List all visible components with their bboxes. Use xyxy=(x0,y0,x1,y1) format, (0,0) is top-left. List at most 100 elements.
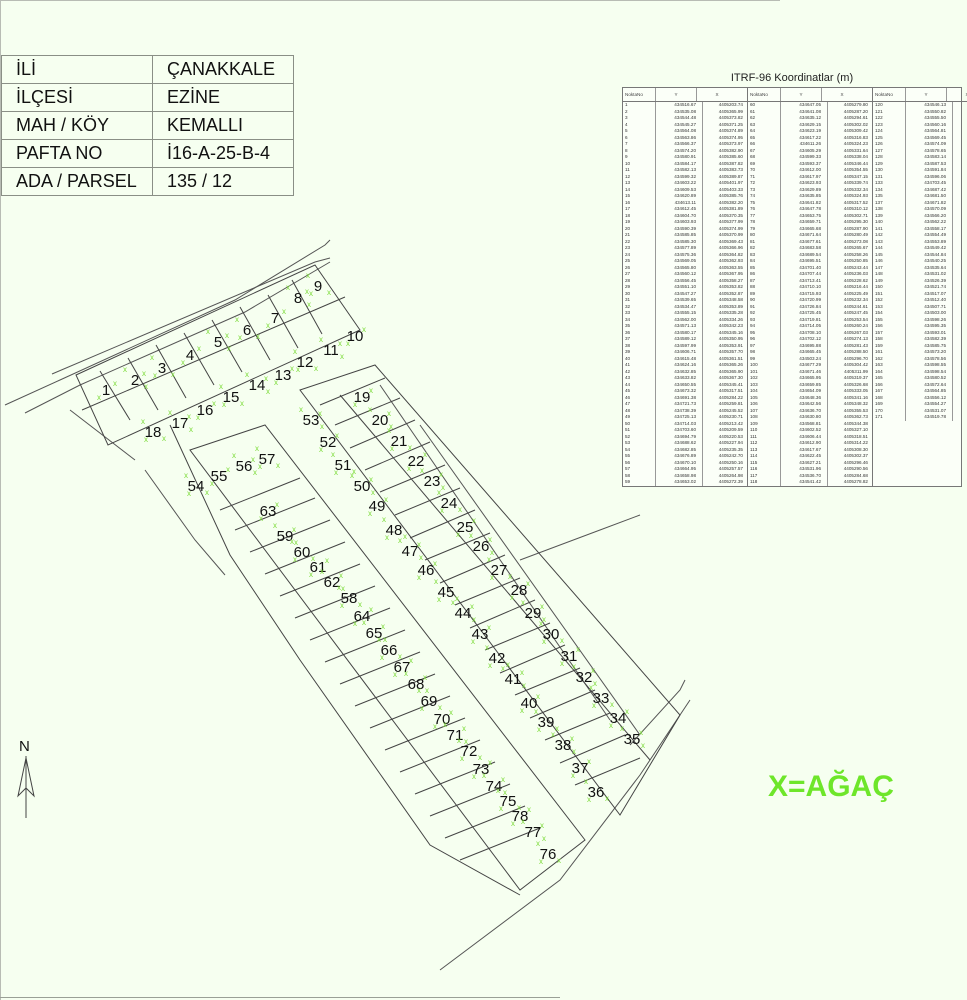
tree-marker: x xyxy=(293,347,297,356)
coordinate-cell: 434582.39 xyxy=(906,336,953,343)
coordinate-cell: 4405230.71 xyxy=(718,414,743,419)
tree-marker: x xyxy=(153,371,157,380)
coordinate-cell: 104 xyxy=(748,388,781,395)
tree-marker: x xyxy=(187,489,191,498)
tree-marker: x xyxy=(560,636,564,645)
coordinate-cell: 434582.13 xyxy=(656,167,703,174)
coordinate-cell: 434714.05 xyxy=(781,323,828,330)
coordinate-cell: 87 xyxy=(748,277,781,284)
tree-marker: x xyxy=(97,393,101,402)
coordinate-cell: 125 xyxy=(873,134,906,141)
coordinate-cell: 434617.22 xyxy=(781,134,828,141)
tree-marker: x xyxy=(362,618,366,627)
coordinate-cell: 434598.55 xyxy=(906,362,953,369)
coordinate-cell: 434535.64 xyxy=(906,264,953,271)
coordinate-cell: 107 xyxy=(748,407,781,414)
tree-marker: x xyxy=(309,289,313,298)
coordinate-cell: 6 xyxy=(623,134,656,141)
coordinate-cell: 59 xyxy=(623,479,656,486)
tree-marker: x xyxy=(539,857,543,866)
coordinate-cell: 434568.81 xyxy=(781,420,828,427)
coordinate-cell: 144 xyxy=(873,245,906,252)
coordinate-cell: 434550.82 xyxy=(906,108,953,115)
coordinate-cell: 60 xyxy=(748,102,781,109)
coordinate-cell: 434703.45 xyxy=(906,180,953,187)
coordinate-cell: 4405354.55 xyxy=(843,167,868,172)
tree-marker: x xyxy=(584,777,588,786)
coordinate-cell: 434526.39 xyxy=(906,277,953,284)
parcel-number: 46 xyxy=(418,562,435,579)
tree-marker: x xyxy=(520,706,524,715)
coordinate-cell: 4405348.58 xyxy=(718,297,743,302)
coordinate-cell: 434715.93 xyxy=(781,290,828,297)
coordinate-cell: 4405327.10 xyxy=(843,427,868,432)
coordinate-cell: 4405350.95 xyxy=(718,336,743,341)
tree-marker: x xyxy=(219,382,223,391)
coordinate-cell: 434708.10 xyxy=(781,329,828,336)
tree-marker: x xyxy=(557,856,561,865)
parcel-number: 76 xyxy=(540,846,557,863)
coordinate-cell: 126 xyxy=(873,141,906,148)
parcel-number: 22 xyxy=(408,453,425,470)
coordinate-cell: 4405365.26 xyxy=(718,362,743,367)
coordinate-cell: 434571.13 xyxy=(656,323,703,330)
coordinate-header-cell: Y xyxy=(781,88,822,101)
parcel-number: 21 xyxy=(391,433,408,450)
coordinate-cell: 4405345.41 xyxy=(718,381,743,387)
coordinate-cell: 21 xyxy=(623,232,656,239)
tree-marker: x xyxy=(381,622,385,631)
tree-marker: x xyxy=(464,737,468,746)
coordinate-cell: 434516.67 xyxy=(656,102,703,109)
tree-marker: x xyxy=(377,635,381,644)
tree-marker: x xyxy=(371,488,375,497)
info-value: KEMALLI xyxy=(152,111,294,140)
coordinate-cell: 4405220.53 xyxy=(718,433,743,439)
parcel-number: 43 xyxy=(472,626,489,643)
road-lines xyxy=(4,239,691,971)
coordinate-cell: 434612.45 xyxy=(656,206,703,213)
coordinate-cell: 4405364.82 xyxy=(718,251,743,257)
tree-marker: x xyxy=(353,400,357,409)
tree-marker: x xyxy=(404,669,408,678)
coordinate-cell: 4405352.87 xyxy=(718,290,743,296)
coordinate-cell: 4405374.95 xyxy=(718,134,743,140)
tree-marker: x xyxy=(393,670,397,679)
coordinate-cell: 434544.48 xyxy=(656,115,703,122)
coordinate-cell: 434517.07 xyxy=(906,290,953,297)
coordinate-cell: 4405371.25 xyxy=(718,121,743,127)
info-label: İLİ xyxy=(1,55,153,84)
coordinate-cell: 31 xyxy=(623,297,656,304)
coordinate-cell: 434642.56 xyxy=(781,401,828,408)
coordinate-header-cell: X xyxy=(840,92,844,97)
coordinate-cell: 161 xyxy=(873,349,906,356)
coordinate-cell: 146 xyxy=(873,258,906,265)
coordinate-cell: 4405361.51 xyxy=(718,355,743,361)
